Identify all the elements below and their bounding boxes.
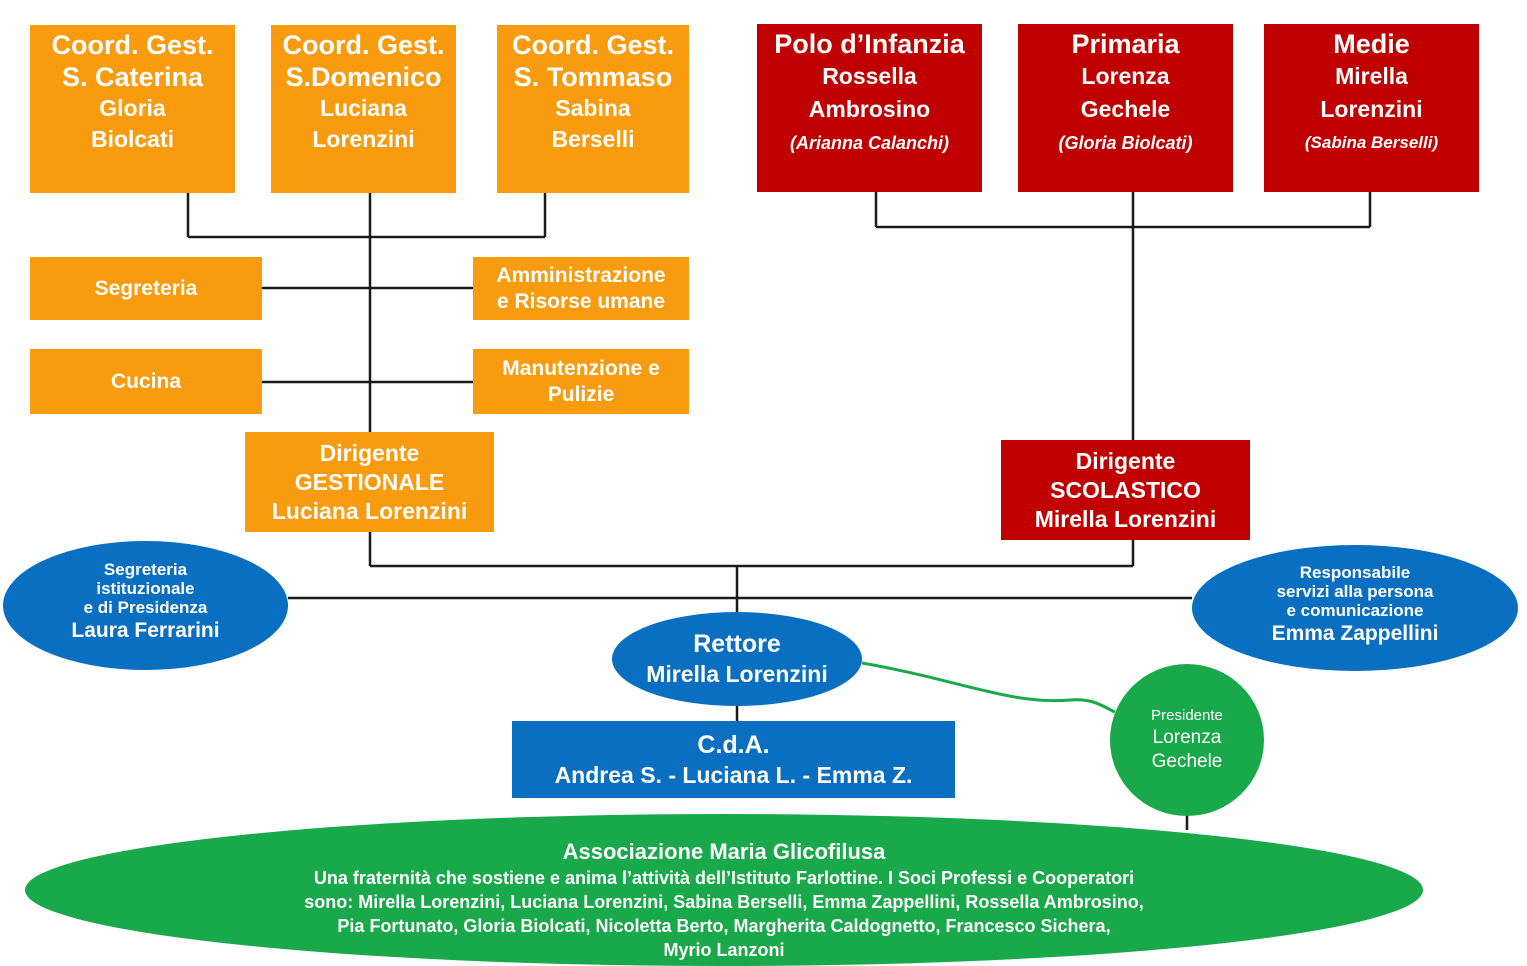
cucina-label: Cucina [110,369,181,393]
cda-title: C.d.A. [697,730,770,759]
coordinator-name: Sabina [555,95,631,121]
school-box-primaria: Primaria Lorenza Gechele (Gloria Biolcat… [1018,24,1233,192]
associazione-description-line1: Una fraternità che sostiene e anima l’at… [313,868,1135,888]
school-title: Medie [1333,29,1410,59]
dirigente-scolastico-name: Mirella Lorenzini [1034,505,1217,532]
manutenzione-label-1: Manutenzione e [502,356,660,380]
segreteria-istituzionale-oval: Segreteria istituzionale e di Presidenza… [3,541,288,670]
presidente-surname: Gechele [1151,751,1223,772]
responsabile-servizi-line2: servizi alla persona [1276,581,1434,601]
presidente-name: Lorenza [1152,727,1222,748]
associazione-description-line4: Myrio Lanzoni [663,940,785,960]
coordinator-title: Coord. Gest. [511,30,674,60]
school-head-name: Rossella [822,63,917,89]
coordinator-box-s-domenico: Coord. Gest. S.Domenico Luciana Lorenzin… [271,25,456,193]
dirigente-gestionale-role: GESTIONALE [294,468,445,495]
coordinator-name: Luciana [320,95,407,121]
school-title: Primaria [1071,29,1180,59]
associazione-title: Associazione Maria Glicofilusa [562,839,886,864]
school-title: Polo d’Infanzia [774,29,965,59]
school-head-name: Mirella [1335,63,1408,89]
dirigente-gestionale-label: Dirigente [319,439,420,466]
rettore-name: Mirella Lorenzini [646,661,828,687]
cucina-box: Cucina [30,349,262,414]
school-deputy: (Sabina Berselli) [1304,133,1439,152]
coordinator-title: Coord. Gest. [51,30,214,60]
segreteria-istituzionale-line3: e di Presidenza [83,598,208,617]
amministrazione-box: Amministrazione e Risorse umane [473,257,689,320]
responsabile-servizi-name: Emma Zappellini [1271,621,1439,645]
cda-members: Andrea S. - Luciana L. - Emma Z. [554,761,913,788]
coordinator-box-s-caterina: Coord. Gest. S. Caterina Gloria Biolcati [30,25,235,193]
coordinator-title: Coord. Gest. [282,30,445,60]
school-head-surname: Gechele [1080,96,1171,122]
manutenzione-label-2: Pulizie [547,382,615,406]
segreteria-label: Segreteria [94,276,198,300]
responsabile-servizi-oval: Responsabile servizi alla persona e comu… [1192,545,1518,671]
coordinator-site: S. Caterina [61,62,204,92]
school-box-polo-infanzia: Polo d’Infanzia Rossella Ambrosino (Aria… [757,24,982,192]
school-deputy: (Arianna Calanchi) [789,133,950,153]
coordinator-site: S.Domenico [285,62,442,92]
associazione-description-line2: sono: Mirella Lorenzini, Luciana Lorenzi… [304,892,1144,912]
presidente-circle: Presidente Lorenza Gechele [1110,664,1264,816]
school-box-medie: Medie Mirella Lorenzini (Sabina Berselli… [1264,24,1479,192]
cda-box: C.d.A. Andrea S. - Luciana L. - Emma Z. [512,721,955,798]
segreteria-istituzionale-line2: istituzionale [96,579,195,598]
coordinator-surname: Biolcati [90,126,175,152]
associazione-description-line3: Pia Fortunato, Gloria Biolcati, Nicolett… [337,916,1111,936]
coordinator-site: S. Tommaso [513,62,673,92]
dirigente-scolastico-label: Dirigente [1075,447,1176,474]
segreteria-istituzionale-name: Laura Ferrarini [71,619,220,642]
dirigente-gestionale-name: Luciana Lorenzini [271,497,468,524]
segreteria-istituzionale-line1: Segreteria [103,560,188,579]
amministrazione-label-2: e Risorse umane [496,289,666,313]
school-head-name: Lorenza [1081,63,1170,89]
manutenzione-box: Manutenzione e Pulizie [473,349,689,414]
school-head-surname: Ambrosino [808,96,931,122]
rettore-title: Rettore [693,630,781,658]
responsabile-servizi-line3: e comunicazione [1286,600,1424,620]
dirigente-scolastico-box: Dirigente SCOLASTICO Mirella Lorenzini [1001,440,1250,540]
responsabile-servizi-line1: Responsabile [1299,562,1411,582]
dirigente-scolastico-role: SCOLASTICO [1050,476,1201,503]
presidente-title: Presidente [1151,707,1223,724]
coordinator-surname: Berselli [551,126,635,152]
coordinator-box-s-tommaso: Coord. Gest. S. Tommaso Sabina Berselli [497,25,689,193]
associazione-oval: Associazione Maria Glicofilusa Una frate… [25,814,1423,966]
segreteria-box: Segreteria [30,257,262,320]
rettore-oval: Rettore Mirella Lorenzini [612,612,862,706]
dirigente-gestionale-box: Dirigente GESTIONALE Luciana Lorenzini [245,432,494,532]
school-head-surname: Lorenzini [1320,96,1423,122]
school-deputy: (Gloria Biolcati) [1058,133,1193,153]
coordinator-surname: Lorenzini [312,126,415,152]
coordinator-name: Gloria [99,95,166,121]
amministrazione-label-1: Amministrazione [496,263,666,287]
